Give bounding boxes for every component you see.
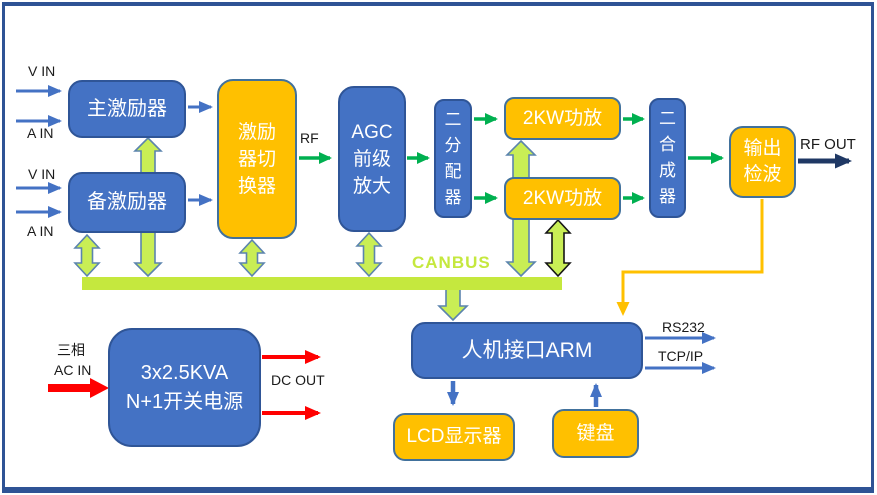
- block-hmi-arm: 人机接口ARM: [411, 322, 643, 379]
- block-keyboard: 键盘: [552, 409, 639, 458]
- block-label: AGC: [351, 121, 393, 143]
- block-label: 激励: [237, 121, 276, 143]
- label-a-in-top: A IN: [27, 125, 54, 141]
- block-lcd-display: LCD显示器: [393, 413, 515, 461]
- block-label: 键盘: [576, 422, 615, 444]
- arrow-exciter-switch-bus: [238, 238, 266, 278]
- block-label: 器: [444, 187, 462, 207]
- block-main-exciter: 主激励器: [68, 80, 186, 138]
- block-label: 2KW功放: [522, 107, 603, 129]
- arrow-ac-in: [48, 378, 109, 398]
- label-three-phase: 三相: [57, 342, 85, 358]
- block-label: 分: [444, 135, 462, 155]
- label-canbus: CANBUS: [412, 253, 491, 272]
- block-label: 器切: [237, 148, 276, 170]
- block-exciter-switch: 激励 器切 换器: [217, 79, 297, 239]
- block-label: 器: [659, 187, 676, 206]
- label-v-in-bottom: V IN: [28, 166, 56, 182]
- block-label: 2KW功放: [522, 187, 603, 209]
- block-label: 检波: [743, 164, 782, 185]
- label-ac-in: AC IN: [54, 362, 92, 378]
- block-label: 主激励器: [87, 97, 167, 120]
- block-pa-top: 2KW功放: [504, 97, 621, 140]
- block-splitter: 二 分 配 器: [434, 99, 472, 218]
- block-label: 成: [659, 161, 676, 180]
- block-output-detector: 输出 检波: [729, 126, 796, 198]
- canbus-bar: [82, 277, 562, 290]
- block-combiner: 二 合 成 器: [649, 98, 686, 218]
- block-label: 配: [444, 161, 462, 181]
- label-rf-out: RF OUT: [800, 136, 856, 153]
- block-label: 3x2.5KVA: [140, 361, 229, 384]
- block-label: 放大: [352, 175, 391, 197]
- block-label: 输出: [743, 138, 782, 159]
- arrow-backup-exciter-bus: [73, 233, 101, 278]
- block-label: 前级: [352, 148, 391, 170]
- block-label: 人机接口ARM: [461, 338, 593, 362]
- block-label: 换器: [237, 175, 276, 197]
- label-rs232: RS232: [662, 319, 705, 335]
- block-backup-exciter: 备激励器: [68, 172, 186, 233]
- label-v-in-top: V IN: [28, 63, 56, 79]
- label-a-in-bottom: A IN: [27, 223, 54, 239]
- block-label: N+1开关电源: [125, 390, 244, 413]
- arrow-bus-to-arm: [437, 288, 469, 322]
- block-pa-bottom: 2KW功放: [504, 177, 621, 220]
- block-label: 二: [444, 109, 462, 129]
- arrow-pa-bottom-bus: [544, 218, 572, 278]
- label-dc-out: DC OUT: [271, 372, 325, 388]
- block-power-supply: 3x2.5KVA N+1开关电源: [108, 328, 261, 447]
- block-label: 备激励器: [87, 191, 167, 214]
- arrow-agc-bus: [355, 231, 383, 278]
- block-label: 合: [659, 135, 676, 154]
- block-agc-preamp: AGC 前级 放大: [338, 86, 406, 232]
- block-label: 二: [659, 109, 676, 128]
- block-label: LCD显示器: [406, 426, 502, 448]
- label-tcp-ip: TCP/IP: [658, 348, 704, 364]
- label-rf: RF: [300, 130, 319, 146]
- line-detector-to-arm: [616, 199, 764, 316]
